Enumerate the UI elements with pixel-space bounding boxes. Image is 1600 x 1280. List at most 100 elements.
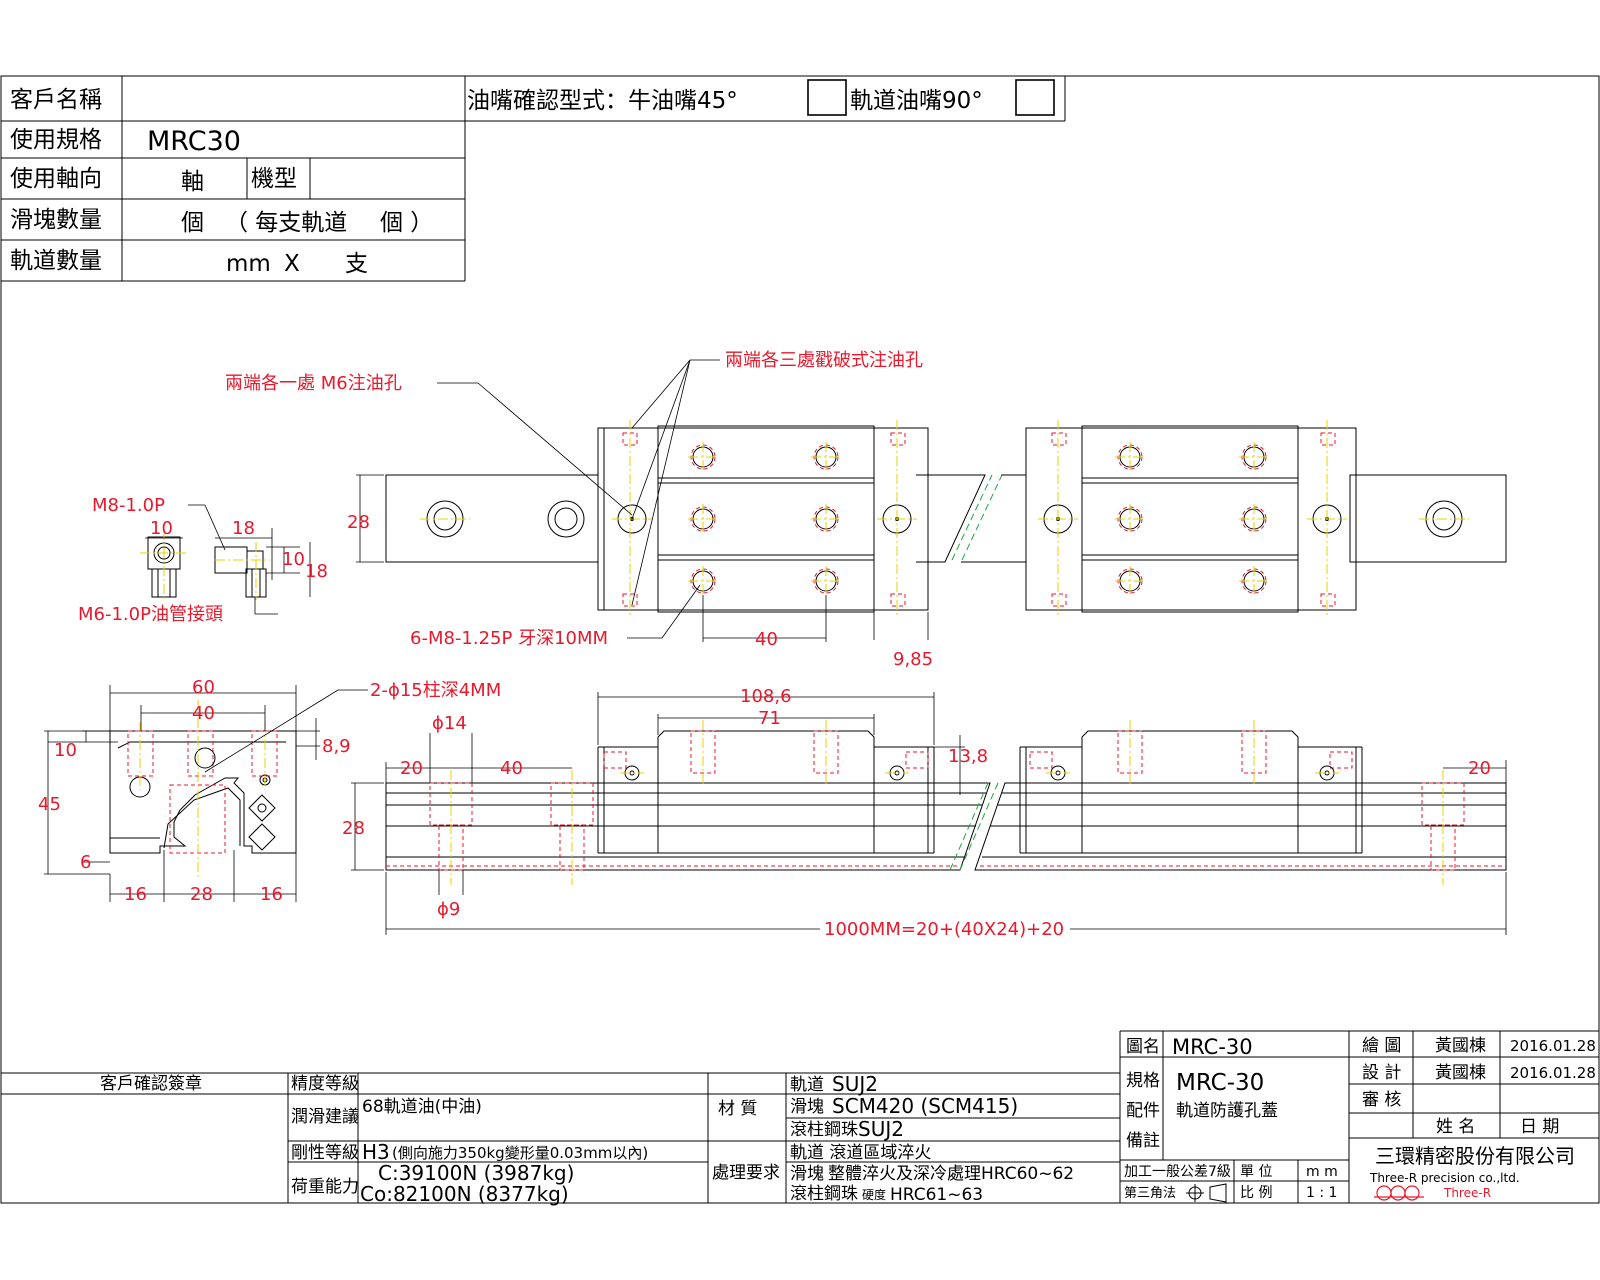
remark-label: 備註 — [1126, 1131, 1160, 1151]
axis-label: 使用軸向 — [10, 166, 102, 192]
dim-block-length: 108,6 — [740, 686, 792, 707]
dim-end-cap: 9,85 — [893, 649, 933, 670]
spec-value: MRC30 — [147, 126, 241, 157]
header-table: 客戶名稱 油嘴確認型式：牛油嘴45° 軌道油嘴90° 使用規格 MRC30 使用… — [1, 76, 1066, 282]
dim-side-pitch: 40 — [500, 758, 523, 779]
treatment-label: 處理要求 — [712, 1163, 780, 1183]
third-angle-projection-icon — [1186, 1183, 1227, 1203]
sheet-border — [0, 75, 1600, 1204]
mount-hole — [1115, 504, 1145, 534]
rigidity-value: H3 — [362, 1140, 390, 1164]
block-qty-note: （ 每支軌道 — [225, 210, 347, 236]
dim-fitting-width: 10 — [150, 518, 173, 539]
dim-base-right: 16 — [260, 884, 283, 905]
axis-unit: 軸 — [181, 169, 204, 195]
treat-block-label: 滑塊 — [790, 1164, 824, 1184]
callout-m6-hole: 兩端各一處 M6注油孔 — [225, 373, 402, 394]
side-view: 108,6 71 13,8 ϕ14 20 40 28 ϕ9 20 1000MM=… — [342, 686, 1507, 940]
drawn-by: 黃國棟 — [1435, 1036, 1486, 1056]
rail-qty-x: X — [284, 251, 300, 277]
unit: m m — [1306, 1164, 1338, 1180]
scale: 1 : 1 — [1306, 1185, 1337, 1201]
dim-hole-pitch: 40 — [755, 629, 778, 650]
title-block: 圖名 MRC-30 規格 MRC-30 配件 軌道防護孔蓋 備註 繪 圖 黃國棟… — [1120, 1030, 1599, 1203]
block-qty-unit: 個 — [181, 210, 204, 236]
load-co: Co:82100N (8377kg) — [360, 1182, 569, 1206]
mat-block: SCM420 (SCM415) — [832, 1094, 1018, 1118]
mount-hole — [688, 566, 718, 596]
grease-type-label: 油嘴確認型式：牛油嘴45° — [467, 88, 738, 114]
mat-block-label: 滑塊 — [790, 1097, 824, 1117]
mount-hole — [811, 566, 841, 596]
drawn-label: 繪 圖 — [1362, 1036, 1401, 1056]
callout-m6-fitting: M6-1.0P油管接頭 — [78, 604, 223, 625]
customer-sign-label: 客戶確認簽章 — [100, 1074, 202, 1094]
dim-rail-height: 28 — [347, 512, 370, 533]
treat-roller-label: 滾柱鋼珠 — [790, 1184, 858, 1204]
mat-roller-label: 滾柱鋼珠 — [790, 1120, 858, 1140]
fitting-detail: 10 18 10 18 M8-1.0P M6-1.0P油管接頭 — [78, 495, 328, 625]
dim-end-offset: 13,8 — [948, 746, 988, 767]
material-label: 材 質 — [718, 1099, 757, 1119]
dim-hole-span: 40 — [192, 703, 215, 724]
mount-hole — [688, 504, 718, 534]
mount-hole — [1115, 442, 1145, 472]
rail-qty-label: 軌道數量 — [10, 248, 102, 274]
dim-start-offset: 20 — [400, 758, 423, 779]
unit-label: 單 位 — [1240, 1164, 1272, 1180]
dim-end-height: 8,9 — [322, 736, 351, 757]
checkbox-rail-grease-90[interactable] — [1015, 79, 1055, 116]
dim-side-rail-height: 28 — [342, 818, 365, 839]
callout-m8-tap: M8-1.0P — [92, 495, 165, 516]
rail-hole — [547, 500, 585, 538]
mount-hole — [1239, 566, 1269, 596]
mount-hole — [688, 442, 718, 472]
scale-label: 比 例 — [1240, 1185, 1272, 1201]
date-label: 日 期 — [1520, 1117, 1559, 1137]
dim-hole-dia: ϕ9 — [437, 899, 460, 920]
customer-name-label: 客戶名稱 — [10, 87, 102, 113]
block-qty-note-unit: 個 ） — [380, 210, 433, 236]
checkbox-grease-45[interactable] — [807, 79, 847, 116]
mount-hole — [811, 504, 841, 534]
lube-label: 潤滑建議 — [291, 1107, 359, 1127]
design-label: 設 計 — [1362, 1063, 1401, 1083]
mount-hole — [1115, 566, 1145, 596]
tolerance: 加工一般公差7級 — [1124, 1164, 1231, 1180]
dim-block-width: 60 — [192, 677, 215, 698]
mount-hole — [1239, 504, 1269, 534]
dim-base-rail: 28 — [190, 884, 213, 905]
drawing-name-label: 圖名 — [1126, 1037, 1160, 1057]
dim-base-left: 16 — [124, 884, 147, 905]
treat-block: 整體淬火及深冷處理HRC60~62 — [828, 1164, 1074, 1184]
mat-rail-label: 軌道 — [790, 1075, 824, 1095]
treat-roller: HRC61~63 — [890, 1185, 983, 1205]
logo-text: Three-R — [1443, 1186, 1491, 1200]
check-label: 審 核 — [1362, 1090, 1401, 1110]
drawn-date: 2016.01.28 — [1510, 1037, 1596, 1055]
rail-qty-mm: mm — [226, 251, 271, 277]
top-view: 28 40 9,85 兩端各一處 M6注油孔 兩端各三處戳破式注油孔 6-M8-… — [225, 350, 1507, 670]
load-label: 荷重能力 — [291, 1177, 359, 1197]
dim-total-height: 45 — [38, 794, 61, 815]
company-name: 三環精密股份有限公司 — [1375, 1144, 1575, 1168]
callout-three-holes: 兩端各三處戳破式注油孔 — [725, 350, 923, 371]
rail-grease-label: 軌道油嘴90° — [850, 88, 983, 114]
company-logo — [1374, 1185, 1424, 1201]
end-view: 60 40 10 45 6 8,9 16 28 16 2-ϕ15柱深4MM — [38, 677, 501, 905]
mat-roller: SUJ2 — [858, 1117, 904, 1141]
rail-qty-unit: 支 — [345, 251, 368, 277]
callout-m8-thread: 6-M8-1.25P 牙深10MM — [410, 628, 608, 649]
rigidity-label: 剛性等級 — [291, 1143, 359, 1163]
dim-fitting-length: 18 — [232, 518, 255, 539]
design-by: 黃國棟 — [1435, 1063, 1486, 1083]
accuracy-label: 精度等級 — [291, 1074, 359, 1094]
dim-body-length: 71 — [758, 708, 781, 729]
mat-rail: SUJ2 — [832, 1072, 878, 1096]
company-en: Three-R precision co.,ltd. — [1369, 1171, 1520, 1185]
dim-bottom-gap: 6 — [80, 852, 91, 873]
part-label: 配件 — [1126, 1101, 1160, 1121]
dim-fitting-total: 18 — [305, 561, 328, 582]
lube-value: 68軌道油(中油) — [362, 1097, 482, 1117]
model-label: 機型 — [251, 166, 297, 192]
